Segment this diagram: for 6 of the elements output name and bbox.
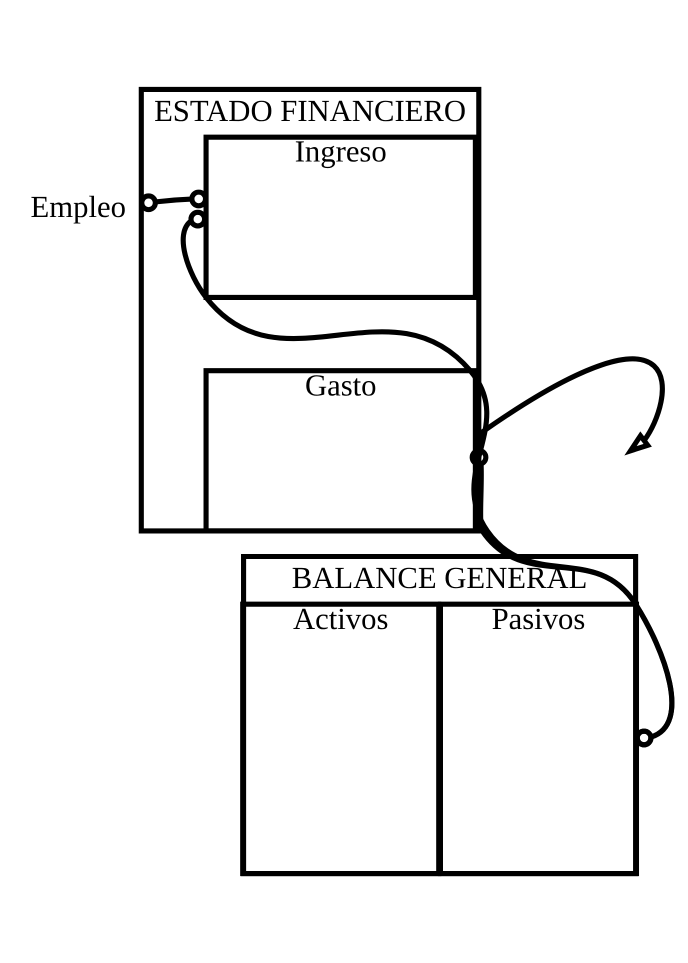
node-text: Empleo: [30, 190, 126, 224]
node-box: Ingreso: [204, 134, 478, 300]
connector: [470, 448, 674, 748]
node-box: Activos: [240, 602, 442, 876]
connector: [180, 210, 674, 748]
arrow: [470, 356, 665, 467]
